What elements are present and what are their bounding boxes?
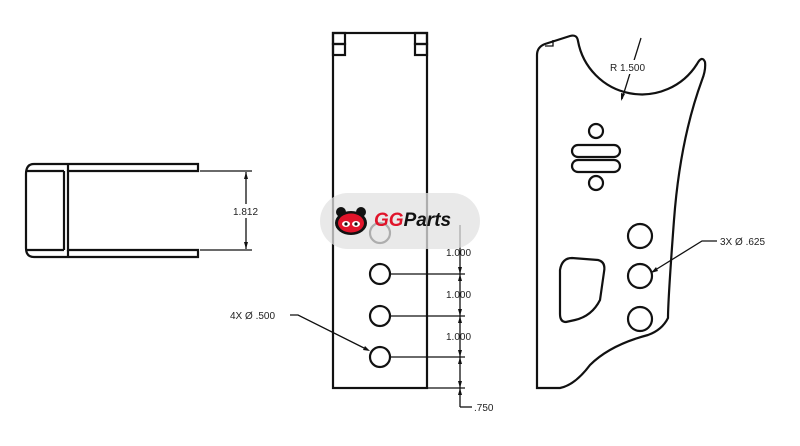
left-view: 1.812 bbox=[24, 162, 260, 259]
brand-name: GGParts bbox=[374, 210, 452, 231]
hole-callout-middle: 4X Ø .500 bbox=[230, 311, 275, 322]
radius-callout: R 1.500 bbox=[610, 63, 645, 74]
edge-dim: .750 bbox=[474, 403, 494, 414]
dim-height-label: 1.812 bbox=[233, 207, 258, 218]
spacing-dim-1: 1.000 bbox=[446, 248, 471, 259]
watermark-logo: GGParts bbox=[320, 193, 480, 249]
spacing-dim-3: 1.000 bbox=[446, 332, 471, 343]
spacing-dim-2: 1.000 bbox=[446, 290, 471, 301]
hole-callout-right: 3X Ø .625 bbox=[720, 237, 765, 248]
mascot-icon bbox=[335, 207, 367, 235]
right-view: R 1.500 3X Ø .625 bbox=[535, 34, 765, 390]
